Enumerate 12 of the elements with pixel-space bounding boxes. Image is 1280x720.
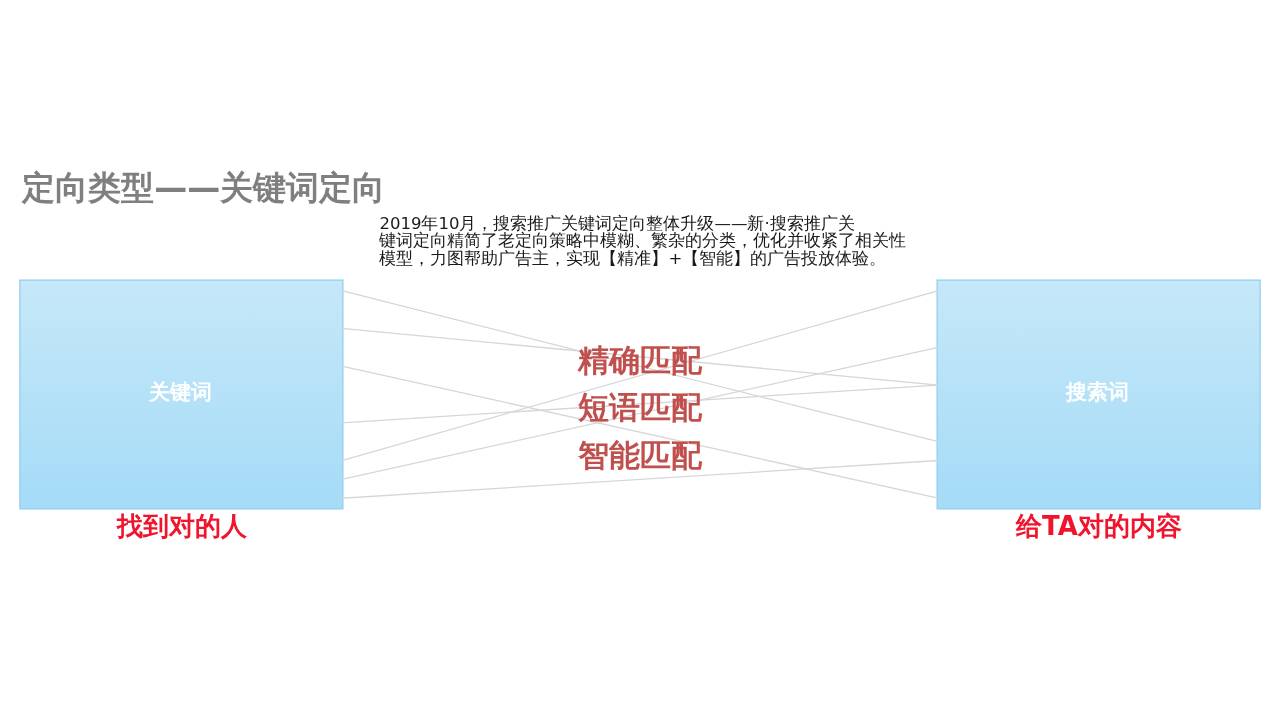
node-label: 给TA对的内容 [1016, 511, 1182, 542]
label: 精确匹配 [577, 343, 702, 379]
connector [341, 346, 939, 480]
connector [341, 459, 939, 499]
connector [341, 327, 939, 386]
label: 智能匹配 [577, 437, 702, 473]
connector [341, 365, 939, 499]
label: 短语匹配 [577, 390, 702, 426]
node-label: 找到对的人 [117, 511, 248, 542]
label: 2019年10月，搜索推广关键词定向整体升级——新·搜索推广关键词定向精简了老定向策略中模糊、繁杂的分类，优化并收紧了相关性模型，力图帮助广告主，实现【精准】+【智能】的广告投放体验。 [379, 213, 907, 268]
diagram-title: 定向类型——关键词定向 [22, 167, 386, 207]
connector [341, 384, 939, 424]
